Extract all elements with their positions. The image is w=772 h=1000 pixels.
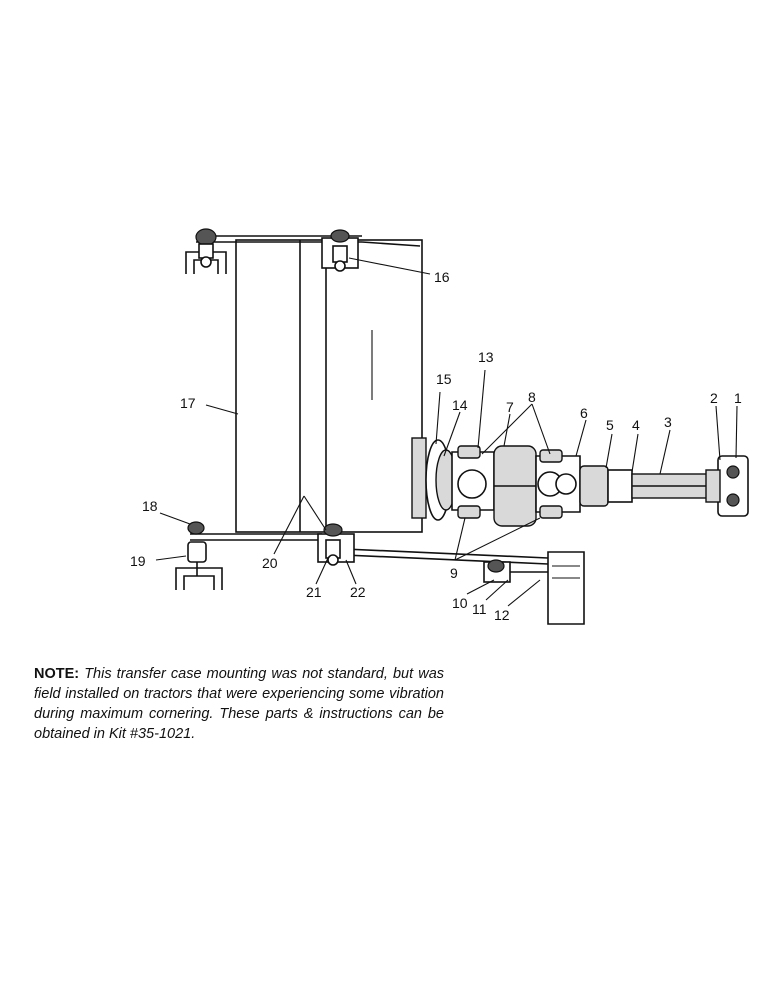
callout-15: 15 [436, 371, 452, 387]
callout-4: 4 [632, 417, 640, 433]
callout-14: 14 [452, 397, 468, 413]
installation-note: NOTE: This transfer case mounting was no… [34, 664, 444, 744]
callout-19: 19 [130, 553, 146, 569]
center-bearing [493, 445, 537, 527]
callout-17: 17 [180, 395, 196, 411]
callout-5: 5 [606, 417, 614, 433]
bottom-left-mount-bracket [175, 521, 223, 590]
callout-13: 13 [478, 349, 494, 365]
drive-shaft [579, 465, 723, 507]
callout-2: 2 [710, 390, 718, 406]
leader-lines [155, 257, 738, 607]
callout-16: 16 [434, 269, 450, 285]
front-universal-joint [451, 445, 495, 519]
callout-10: 10 [452, 595, 468, 611]
rear-universal-joint [535, 449, 581, 519]
frame-rail [547, 551, 585, 625]
callout-21: 21 [306, 584, 322, 600]
note-label: NOTE: [34, 666, 80, 682]
bottom-mounting-strap [190, 533, 549, 565]
bottom-middle-mount-bracket [317, 523, 355, 566]
callout-18: 18 [142, 498, 158, 514]
top-right-mount-bracket [321, 229, 359, 272]
callout-7: 7 [506, 399, 514, 415]
callout-11: 11 [472, 601, 487, 617]
front-yoke [705, 455, 749, 517]
callout-6: 6 [580, 405, 588, 421]
callout-9: 9 [450, 565, 458, 581]
note-text: This transfer case mounting was not stan… [34, 666, 445, 742]
callout-20: 20 [262, 555, 278, 571]
callout-1: 1 [734, 390, 742, 406]
transfer-case-mounting-diagram: 1 2 3 4 5 6 7 8 9 10 11 12 13 14 15 16 1… [130, 228, 749, 625]
frame-mount-bolt [483, 559, 548, 583]
callout-3: 3 [664, 414, 672, 430]
callout-22: 22 [350, 584, 366, 600]
transfer-case-body [235, 239, 427, 533]
top-left-mount-bracket [185, 228, 227, 274]
callout-8: 8 [528, 389, 536, 405]
callout-12: 12 [494, 607, 510, 623]
